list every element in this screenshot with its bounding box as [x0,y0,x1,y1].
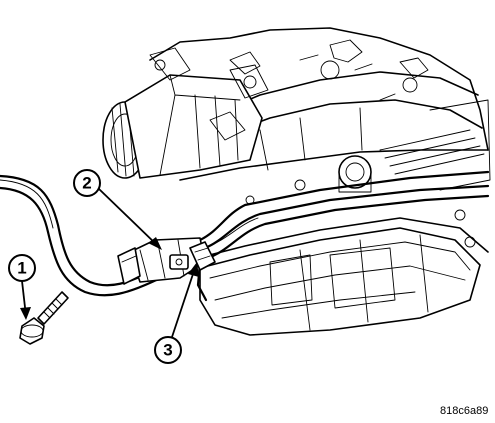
figure-id-code: 818c6a89 [440,405,488,417]
callout-2: 2 [73,169,162,250]
callout-2-number: 2 [82,174,91,193]
callout-1-number: 1 [17,259,26,278]
oil-pan [189,217,489,336]
callout-3-number: 3 [163,341,172,360]
ac-compressor [102,47,269,179]
callout-1: 1 [8,254,36,320]
bolt [19,291,69,345]
callout-3: 3 [154,262,199,364]
tube-bracket [117,237,206,285]
